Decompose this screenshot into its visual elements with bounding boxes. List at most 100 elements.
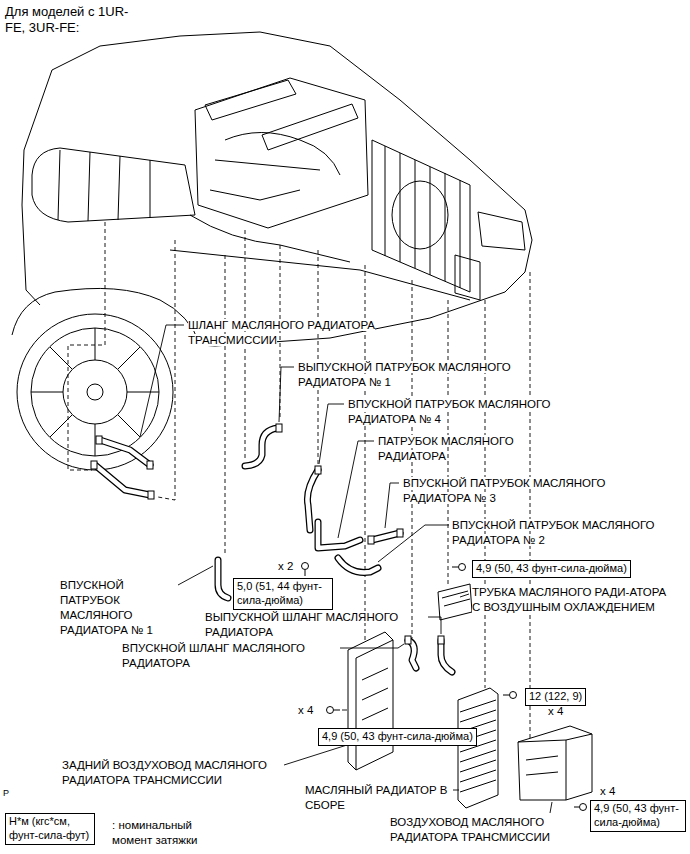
leader-line <box>178 566 213 585</box>
leader-line <box>378 525 449 562</box>
part-label: ТРУБКА МАСЛЯНОГО РАДИ-АТОРА С ВОЗДУШНЫМ … <box>472 585 677 615</box>
leader-line <box>460 594 469 597</box>
label-text: МАСЛЯНЫЙ РАДИАТОР В СБОРЕ <box>305 784 448 811</box>
label-text: ВПУСКНОЙ ПАТРУБОК МАСЛЯНОГО РАДИАТОРА № … <box>60 579 153 636</box>
label-text: P <box>3 788 9 798</box>
leader-line <box>550 802 552 813</box>
label-text: ШЛАНГ МАСЛЯНОГО РАДИАТОРА ТРАНСМИССИИ <box>188 319 375 346</box>
hose-fill <box>95 465 150 495</box>
vehicle-illustration <box>63 360 127 424</box>
bolt-symbol <box>452 567 458 568</box>
torque-box: 4,9 (50, 43 фунт-сила-дюйма) <box>590 800 686 832</box>
vehicle-illustration <box>210 160 320 200</box>
front-air-duct <box>518 734 592 800</box>
vehicle-illustration <box>22 46 100 205</box>
leader-line <box>340 644 404 648</box>
hose-outline <box>338 558 378 572</box>
part-label: ПАТРУБОК МАСЛЯНОГО РАДИАТОРА <box>378 434 558 464</box>
vehicle-illustration <box>17 314 173 470</box>
label-text: : номинальный момент затяжки <box>112 819 197 846</box>
part-label: МАСЛЯНЫЙ РАДИАТОР В СБОРЕ <box>305 783 455 813</box>
oil-cooler <box>458 688 498 808</box>
bolt-symbol <box>574 807 579 808</box>
assembly-dashed-line <box>225 255 226 555</box>
assembly-dashed-line <box>68 222 105 470</box>
leader-line <box>338 441 374 538</box>
hose-clamp <box>405 636 411 644</box>
assembly-dashed-line <box>530 272 531 738</box>
vehicle-illustration <box>22 205 40 305</box>
hose-fill <box>245 428 278 466</box>
label-text: ПАТРУБОК МАСЛЯНОГО РАДИАТОРА <box>378 435 514 462</box>
hose-outline <box>95 465 150 495</box>
torque-box: 4,9 (50, 43 фунт-сила-дюйма) <box>472 560 631 578</box>
air-cooled-tube <box>442 591 470 606</box>
part-label: ЗАДНИЙ ВОЗДУХОВОД МАСЛЯНОГО РАДИАТОРА ТР… <box>62 758 297 788</box>
vehicle-illustration <box>225 133 340 176</box>
leader-line <box>342 710 347 711</box>
label-text: x 4 <box>548 705 563 717</box>
hose-fill <box>372 533 400 540</box>
label-text: x 4 <box>600 785 615 797</box>
hose-fill <box>441 640 452 672</box>
leader-line <box>453 790 459 791</box>
label-text: x 4 <box>298 704 313 716</box>
bolt-symbol <box>334 710 340 711</box>
hose-clamp <box>91 461 97 469</box>
assembly-dashed-line <box>318 250 319 466</box>
label-text: ЗАДНИЙ ВОЗДУХОВОД МАСЛЯНОГО РАДИАТОРА ТР… <box>62 759 267 786</box>
hose-fill <box>100 440 150 465</box>
bolt-symbol <box>327 707 334 714</box>
assembly-dashed-line <box>158 240 175 500</box>
part-label: ВЫПУСКНОЙ ПАТРУБОК МАСЛЯНОГО РАДИАТОРА №… <box>298 360 563 390</box>
bolt-symbol <box>503 695 509 696</box>
figure-code: P <box>3 788 9 800</box>
quantity-label: x 4 <box>548 704 563 719</box>
bolt-symbol <box>459 564 466 571</box>
oil-cooler <box>460 700 496 792</box>
vehicle-illustration <box>478 212 525 250</box>
bolt-symbol <box>510 692 517 699</box>
legend-note: : номинальный момент затяжки <box>112 818 217 848</box>
torque-box: 5,0 (51, 44 фунт-сила-дюйма) <box>233 578 333 610</box>
part-label: ШЛАНГ МАСЛЯНОГО РАДИАТОРА ТРАНСМИССИИ <box>188 318 413 348</box>
label-text: ТРУБКА МАСЛЯНОГО РАДИ-АТОРА С ВОЗДУШНЫМ … <box>472 586 666 613</box>
hose-fill <box>338 558 378 572</box>
vehicle-illustration <box>262 104 358 150</box>
hose-clamp <box>397 529 403 537</box>
hose-outline <box>245 428 278 466</box>
label-text: ВОЗДУХОВОД МАСЛЯНОГО РАДИАТОРА ТРАНСМИСС… <box>390 816 550 843</box>
part-label: ВПУСКНОЙ ПАТРУБОК МАСЛЯНОГО РАДИАТОРА № … <box>60 578 178 638</box>
part-label: ВПУСКНОЙ ПАТРУБОК МАСЛЯНОГО РАДИАТОРА № … <box>348 397 618 427</box>
hose-clamp <box>147 461 153 469</box>
box-text: Н*м (кгс*см, фунт-сила-фут) <box>9 815 91 843</box>
hose-clamp <box>368 536 374 544</box>
leader-line <box>428 617 441 634</box>
vehicle-illustration <box>455 255 480 300</box>
vehicle-illustration <box>58 150 150 221</box>
label-text: ВПУСКНОЙ ПАТРУБОК МАСЛЯНОГО РАДИАТОРА № … <box>452 519 655 546</box>
hose-clamp <box>148 491 154 499</box>
quantity-label: x 2 <box>278 559 293 574</box>
part-label: ВЫПУСКНОЙ ШЛАНГ МАСЛЯНОГО РАДИАТОРА <box>205 610 430 640</box>
hose-fill <box>218 560 228 598</box>
hose-clamp <box>276 424 282 432</box>
label-text: ВПУСКНОЙ ПАТРУБОК МАСЛЯНОГО РАДИАТОРА № … <box>403 477 606 504</box>
hose-outline <box>372 533 400 540</box>
vehicle-illustration <box>385 146 460 288</box>
box-text: 4,9 (50, 43 фунт-сила-дюйма) <box>322 730 473 744</box>
leader-line <box>284 745 347 765</box>
hose-outline <box>218 560 228 598</box>
box-text: 4,9 (50, 43 фунт-сила-дюйма) <box>594 802 682 830</box>
bolt-symbol <box>302 563 587 811</box>
hose-outline <box>441 640 452 672</box>
vehicle-illustration <box>32 148 195 222</box>
label-text: x 2 <box>278 560 293 572</box>
hose-clamp <box>96 436 102 444</box>
front-air-duct <box>518 726 592 800</box>
bolt-symbol <box>302 563 309 570</box>
hose-clamp <box>438 636 444 644</box>
torque-box: 12 (122, 9) <box>525 688 586 706</box>
hose-clamp <box>315 466 321 474</box>
quantity-label: x 4 <box>298 703 313 718</box>
